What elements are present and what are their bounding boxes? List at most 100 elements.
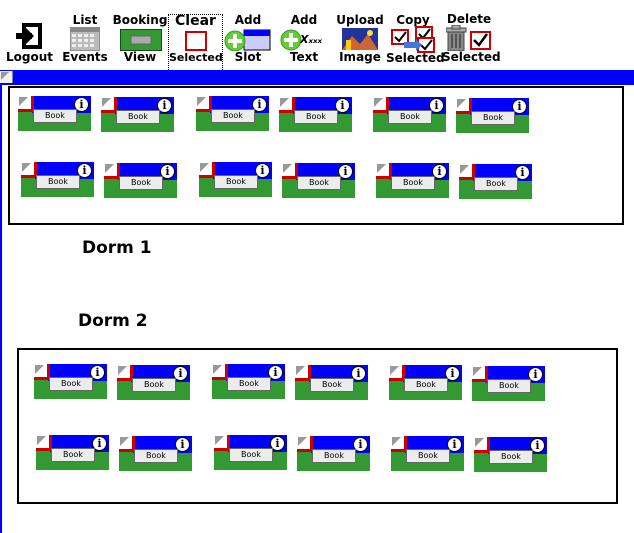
info-icon[interactable]: i (528, 367, 543, 382)
book-button[interactable]: Book (51, 448, 95, 462)
book-button[interactable]: Book (36, 175, 80, 189)
select-checkbox[interactable] (196, 96, 212, 112)
info-icon[interactable]: i (512, 99, 527, 114)
info-icon[interactable]: i (447, 437, 462, 452)
select-checkbox[interactable] (459, 164, 475, 180)
info-icon[interactable]: i (353, 437, 368, 452)
info-icon[interactable]: i (432, 164, 447, 179)
select-checkbox[interactable] (34, 364, 50, 380)
info-icon[interactable]: i (175, 437, 190, 452)
info-icon[interactable]: i (351, 366, 366, 381)
book-button[interactable]: Book (310, 378, 354, 392)
select-checkbox[interactable] (119, 436, 135, 452)
select-checkbox[interactable] (117, 365, 133, 381)
info-icon[interactable]: i (252, 97, 267, 112)
add-slot-button[interactable]: Add Slot (222, 0, 274, 70)
book-button[interactable]: Book (211, 109, 255, 123)
info-icon[interactable]: i (338, 164, 353, 179)
select-checkbox[interactable] (472, 366, 488, 382)
book-button[interactable]: Book (489, 450, 533, 464)
logout-button[interactable]: Logout (6, 0, 53, 70)
info-icon[interactable]: i (429, 98, 444, 113)
book-button[interactable]: Book (487, 379, 531, 393)
book-button[interactable]: Book (132, 378, 176, 392)
info-icon[interactable]: i (173, 366, 188, 381)
info-icon[interactable]: i (157, 98, 172, 113)
book-button[interactable]: Book (294, 110, 338, 124)
book-button[interactable]: Book (388, 110, 432, 124)
book-button[interactable]: Book (49, 377, 93, 391)
info-icon[interactable]: i (255, 163, 270, 178)
select-checkbox[interactable] (214, 435, 230, 451)
delete-selected-button[interactable]: Delete Selected (442, 0, 501, 70)
info-icon[interactable]: i (160, 164, 175, 179)
book-button[interactable]: Book (404, 378, 448, 392)
select-checkbox[interactable] (295, 365, 311, 381)
select-checkbox[interactable] (373, 97, 389, 113)
info-icon[interactable]: i (92, 436, 107, 451)
select-checkbox[interactable] (391, 436, 407, 452)
info-icon[interactable]: i (445, 366, 460, 381)
select-checkbox[interactable] (212, 364, 228, 380)
list-events-button[interactable]: List Events (62, 0, 108, 70)
booking-view-button[interactable]: Booking View (112, 0, 168, 70)
book-button[interactable]: Book (227, 377, 271, 391)
select-checkbox[interactable] (474, 437, 490, 453)
select-checkbox[interactable] (456, 98, 472, 114)
select-checkbox[interactable] (376, 163, 392, 179)
select-checkbox[interactable] (297, 436, 313, 452)
info-icon[interactable]: i (90, 365, 105, 380)
select-checkbox[interactable] (18, 96, 34, 112)
select-checkbox[interactable] (36, 435, 52, 451)
book-button[interactable]: Book (214, 175, 258, 189)
select-checkbox[interactable] (21, 162, 37, 178)
select-checkbox[interactable] (282, 163, 298, 179)
book-button[interactable]: Book (119, 176, 163, 190)
info-icon[interactable]: i (268, 365, 283, 380)
add-text-button[interactable]: Add Xₓₓₓ Text (278, 0, 330, 70)
select-checkbox[interactable] (279, 97, 295, 113)
book-button[interactable]: Book (406, 449, 450, 463)
book-button[interactable]: Book (312, 449, 356, 463)
clear-selected-button[interactable]: Clear Selected (168, 13, 223, 78)
book-button[interactable]: Book (297, 176, 341, 190)
select-checkbox[interactable] (389, 365, 405, 381)
book-button[interactable]: Book (474, 177, 518, 191)
info-icon[interactable]: i (335, 98, 350, 113)
upload-image-button[interactable]: Upload Image (336, 0, 384, 70)
select-checkbox[interactable] (199, 162, 215, 178)
info-icon[interactable]: i (74, 97, 89, 112)
book-button[interactable]: Book (471, 111, 515, 125)
book-button[interactable]: Book (391, 176, 435, 190)
book-button[interactable]: Book (134, 449, 178, 463)
info-icon[interactable]: i (515, 165, 530, 180)
book-button[interactable]: Book (229, 448, 273, 462)
canvas-select-all-toggle[interactable] (0, 71, 13, 83)
book-button[interactable]: Book (33, 109, 77, 123)
select-checkbox[interactable] (104, 163, 120, 179)
info-icon[interactable]: i (77, 163, 92, 178)
